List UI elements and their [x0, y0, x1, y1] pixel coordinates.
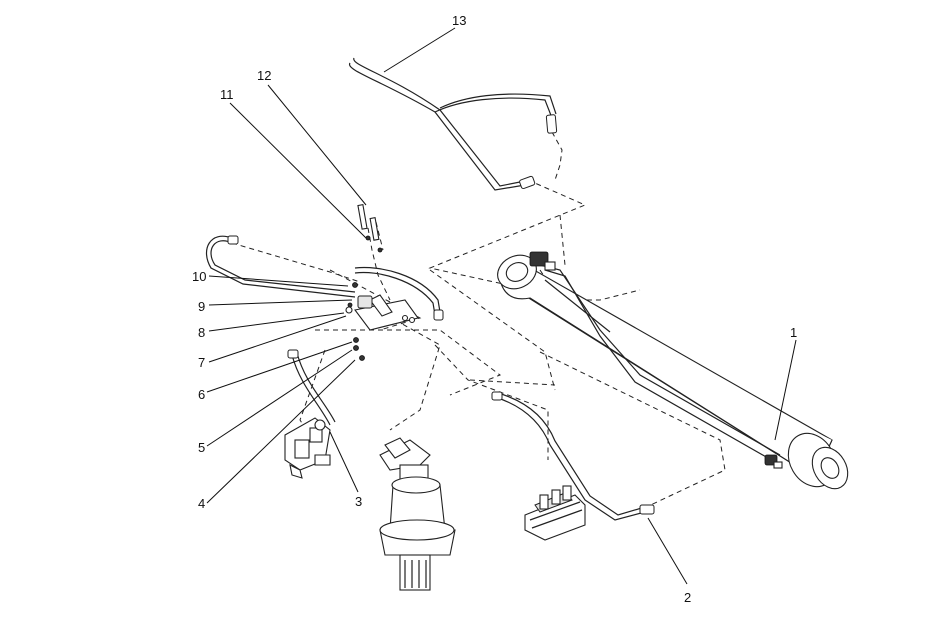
- callout-8: 8: [198, 325, 205, 340]
- callout-7: 7: [198, 355, 205, 370]
- callout-2: 2: [684, 590, 691, 605]
- callout-1: 1: [790, 325, 797, 340]
- swing-motor-gearbox: [379, 437, 456, 591]
- callout-labels: 1 2 3 4 5 6 7 8 9 10 11 12 13: [192, 13, 797, 605]
- callout-12: 12: [257, 68, 271, 83]
- pilot-control-valve: [284, 417, 331, 479]
- hydraulic-cylinder: [497, 251, 849, 490]
- mounting-bracket: [345, 294, 419, 331]
- callout-9: 9: [198, 299, 205, 314]
- connection-dashes: [231, 131, 726, 511]
- fasteners: [347, 282, 365, 361]
- callout-3: 3: [355, 494, 362, 509]
- leader-lines: [206, 27, 797, 585]
- hydraulic-pipe-13: [349, 57, 558, 191]
- callout-5: 5: [198, 440, 205, 455]
- callout-13: 13: [452, 13, 466, 28]
- callout-10: 10: [192, 269, 206, 284]
- callout-6: 6: [198, 387, 205, 402]
- callout-11: 11: [220, 87, 234, 102]
- hose-10: [206, 235, 444, 321]
- hydraulic-hose-2: [491, 391, 655, 521]
- callout-4: 4: [198, 496, 205, 511]
- control-valve-block: [524, 485, 586, 541]
- short-hose-3: [287, 349, 336, 426]
- bolts-11-12: [357, 204, 383, 253]
